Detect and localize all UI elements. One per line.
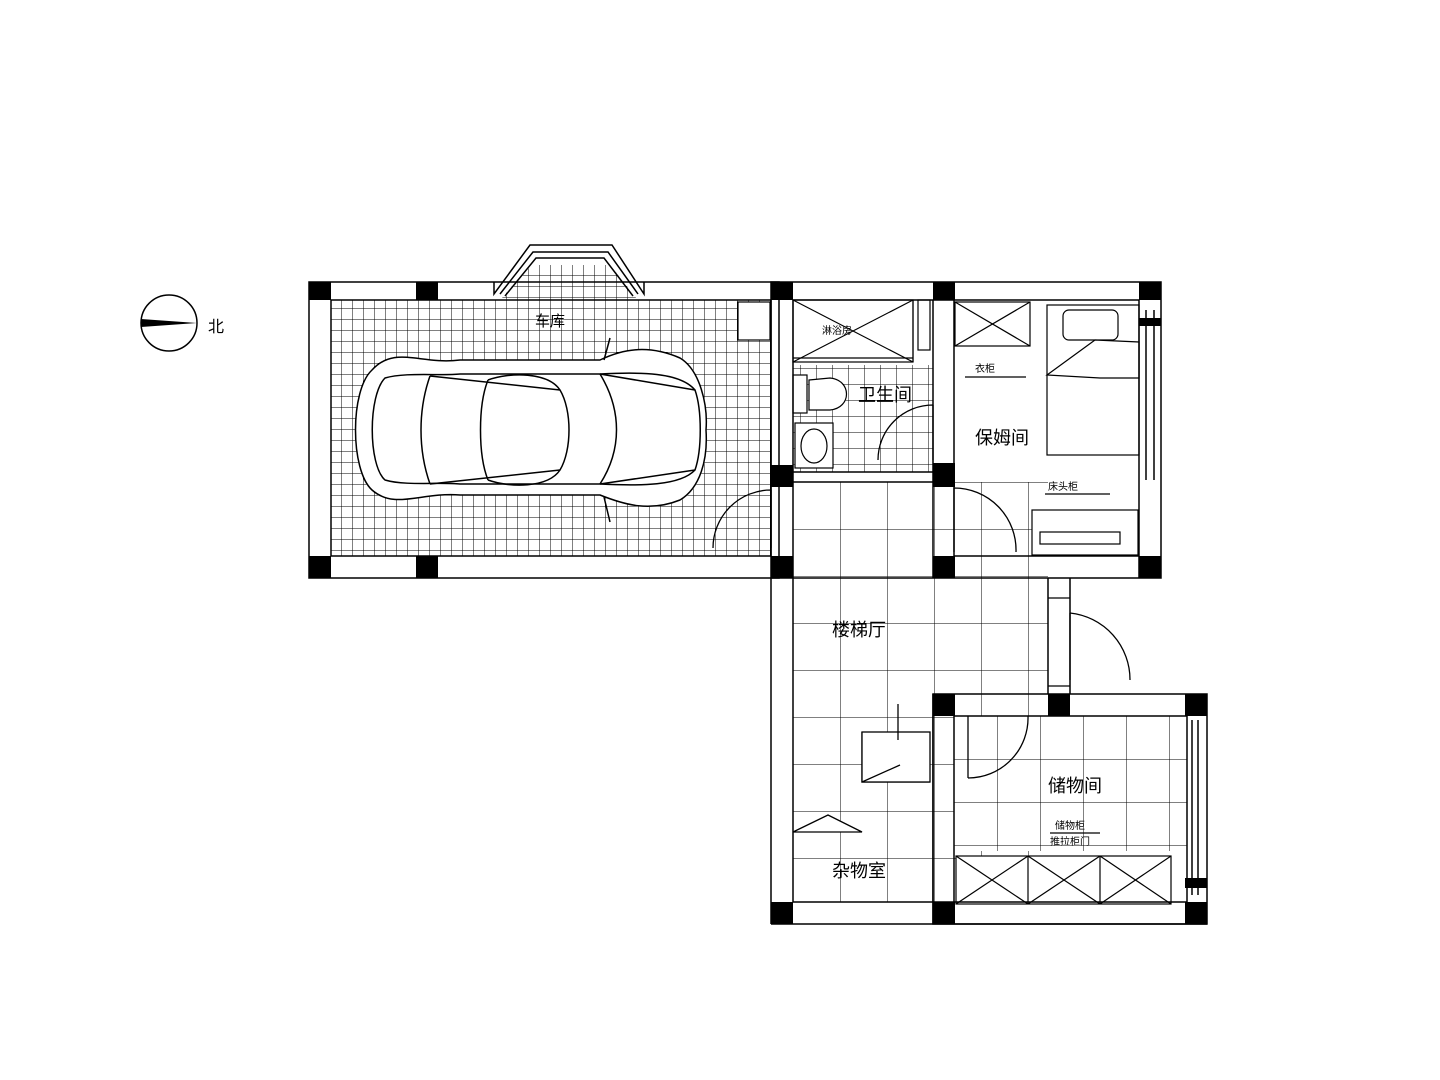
wardrobe-label: 衣柜 <box>975 362 995 375</box>
garage-door <box>712 489 772 549</box>
staircase <box>792 704 931 833</box>
columns <box>309 282 1207 924</box>
hall-door-floor <box>954 580 1048 694</box>
shower-label: 淋浴房 <box>822 324 852 337</box>
storage-door <box>967 715 1029 779</box>
garage-sink <box>737 301 771 341</box>
bedside-cabinet-label: 床头柜 <box>1048 480 1078 493</box>
car <box>354 337 708 523</box>
hall-exterior-door <box>1069 612 1131 681</box>
storage-cabinet: 储物柜 推拉柜门 <box>955 819 1172 905</box>
utility-room-label: 杂物室 <box>832 861 886 882</box>
bedside-cabinet: 床头柜 <box>1031 480 1139 556</box>
bed <box>1045 304 1140 456</box>
shower-cabin: 淋浴房 <box>792 299 931 363</box>
washbasin <box>794 422 834 469</box>
stair-hall-label: 楼梯厅 <box>832 620 886 641</box>
storage-floor <box>954 716 1187 851</box>
storage-cabinet-label-1: 储物柜 <box>1055 819 1085 832</box>
garage-label: 车库 <box>535 312 565 330</box>
north-label: 北 <box>208 317 224 336</box>
bathroom-door <box>877 404 934 461</box>
bathroom-label: 卫生间 <box>858 385 912 406</box>
doors <box>712 404 1131 779</box>
compass: 北 <box>140 294 224 352</box>
storage-room-label: 储物间 <box>1048 776 1102 797</box>
toilet <box>792 374 847 414</box>
storage-cabinet-label-2: 推拉柜门 <box>1050 835 1090 848</box>
bay-window <box>493 244 645 297</box>
wardrobe: 衣柜 <box>954 301 1031 378</box>
walls <box>308 281 1208 925</box>
nanny-room-label: 保姆间 <box>975 428 1029 449</box>
nanny-room-door <box>953 487 1017 553</box>
